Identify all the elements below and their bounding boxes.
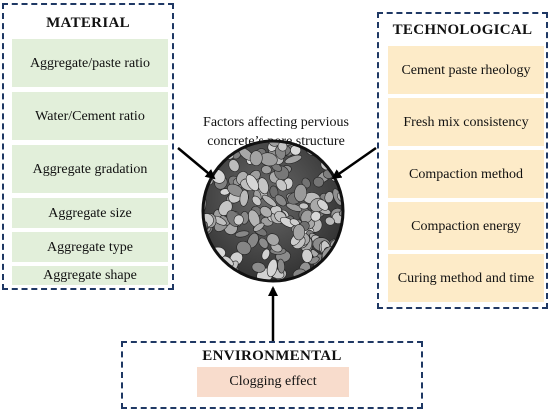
environmental-title: ENVIRONMENTAL: [202, 348, 342, 364]
gravel-stone: [236, 240, 252, 255]
gravel-stone: [253, 222, 265, 232]
material-item-aggregate-type: Aggregate type: [12, 232, 168, 262]
gravel-stone: [313, 176, 324, 188]
gravel-stone: [228, 159, 240, 172]
gravel-stone: [277, 258, 285, 274]
material-group: MATERIAL Aggregate/paste ratio Water/Cem…: [2, 3, 174, 290]
gravel-stone: [251, 262, 266, 273]
gravel-stone: [298, 202, 309, 210]
gravel-stone: [266, 258, 278, 278]
gravel-stone: [258, 237, 269, 249]
material-item-water-cement-ratio: Water/Cement ratio: [12, 92, 168, 140]
gravel-stone: [245, 174, 259, 192]
material-arrow: [177, 147, 216, 180]
material-item-aggregate-gradation: Aggregate gradation: [12, 145, 168, 193]
gravel-stone: [310, 211, 322, 222]
gravel-stone: [294, 184, 307, 202]
gravel-stone: [275, 179, 287, 192]
gravel-stone: [324, 191, 334, 204]
material-item-aggregate-shape: Aggregate shape: [12, 266, 168, 285]
gravel-stone: [233, 214, 244, 226]
gravel-stone: [234, 230, 250, 238]
material-item-aggregate-size: Aggregate size: [12, 198, 168, 228]
gravel-stone: [284, 154, 302, 165]
technological-arrow: [331, 146, 377, 180]
material-item-aggregate-paste-ratio: Aggregate/paste ratio: [12, 39, 168, 87]
technological-title: TECHNOLOGICAL: [392, 22, 533, 38]
gravel-stone: [317, 199, 329, 211]
technological-item-compaction-method: Compaction method: [388, 150, 544, 198]
technological-item-fresh-mix-consistency: Fresh mix consistency: [388, 98, 544, 146]
material-title: MATERIAL: [46, 15, 130, 31]
gravel-stone: [261, 248, 271, 261]
gravel-stone: [262, 194, 277, 207]
gravel-stone: [292, 224, 306, 241]
technological-item-cement-paste-rheology: Cement paste rheology: [388, 46, 544, 94]
gravel-stone: [249, 150, 263, 166]
environmental-group: ENVIRONMENTAL Clogging effect: [121, 341, 423, 409]
gravel-stone: [274, 194, 287, 207]
gravel-stone: [259, 206, 273, 218]
gravel-stone: [266, 233, 280, 246]
gravel-stone: [251, 195, 262, 206]
center-title: Factors affecting pervious concrete’s po…: [203, 115, 349, 149]
gravel-stone: [301, 248, 313, 263]
gravel-stone: [324, 216, 335, 226]
technological-item-compaction-energy: Compaction energy: [388, 202, 544, 250]
technological-item-curing-method-and-time: Curing method and time: [388, 254, 544, 302]
technological-group: TECHNOLOGICAL Cement paste rheology Fres…: [377, 12, 548, 309]
environmental-item-clogging-effect: Clogging effect: [197, 367, 349, 397]
